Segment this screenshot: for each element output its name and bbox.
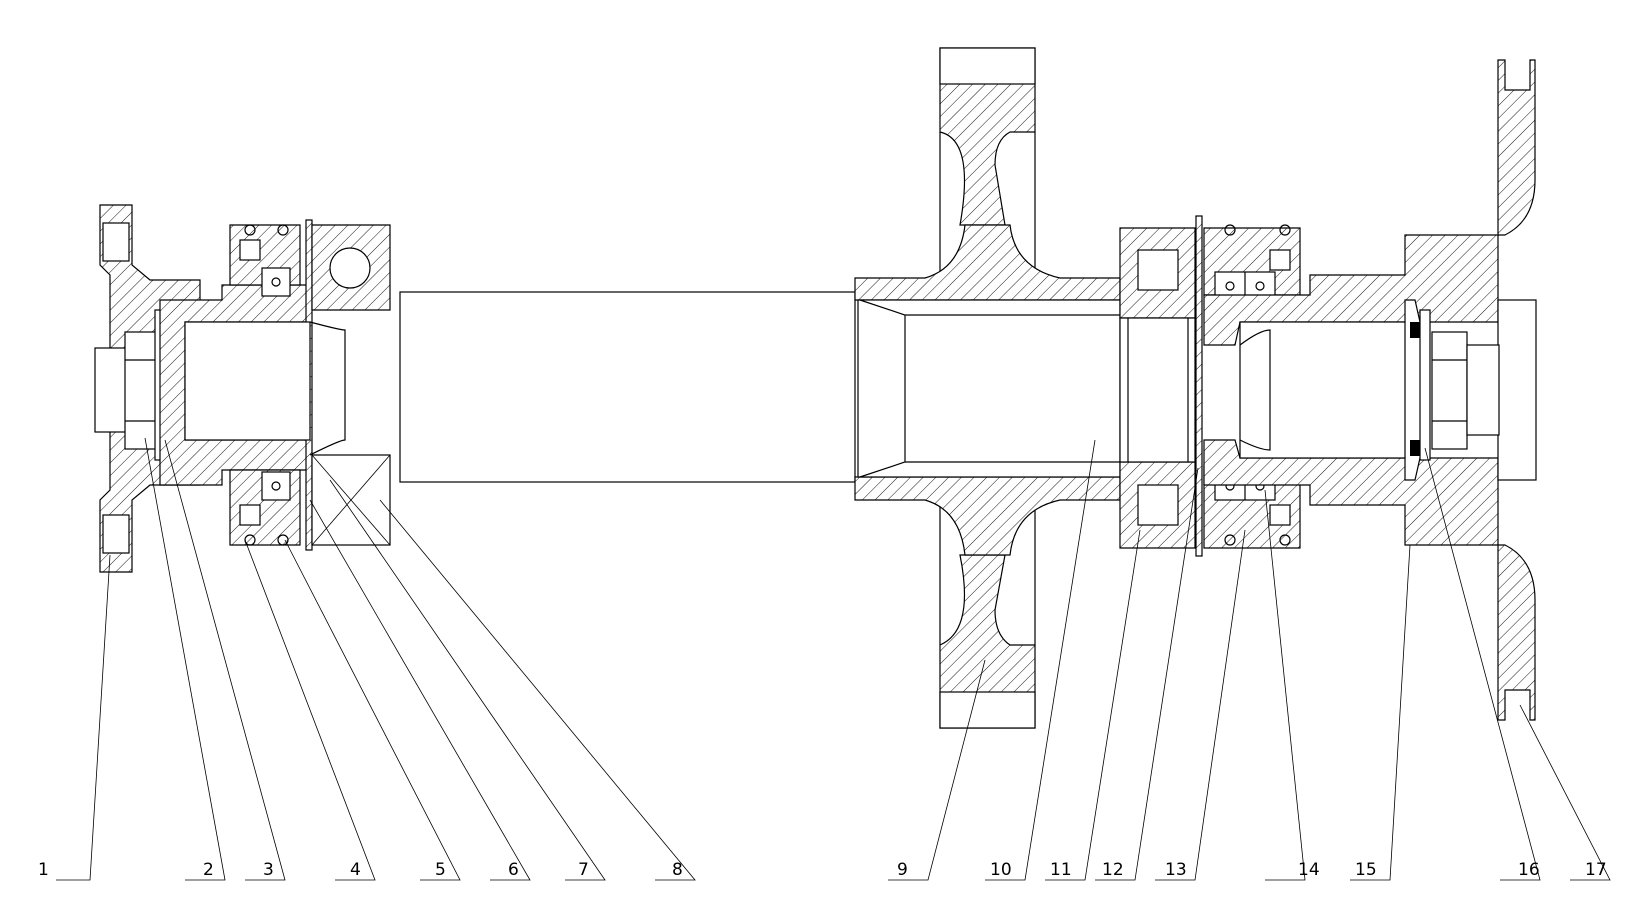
label-17: 17 [1585, 860, 1607, 880]
leader-lines [56, 437, 1611, 881]
label-12: 12 [1102, 860, 1124, 880]
label-8: 8 [672, 860, 683, 880]
label-2: 2 [203, 860, 214, 880]
label-9: 9 [897, 860, 908, 880]
label-3: 3 [263, 860, 274, 880]
left-bore [184, 321, 346, 456]
label-16: 16 [1518, 860, 1540, 880]
label-6: 6 [508, 860, 519, 880]
part-labels: 1 2 3 4 5 6 7 8 9 10 11 12 13 14 15 16 1… [38, 860, 1607, 880]
label-13: 13 [1165, 860, 1187, 880]
right-bore [1239, 321, 1406, 459]
right-seal-ring-part-16 [1410, 309, 1431, 461]
gear-part-9 [854, 47, 1121, 729]
left-bearing-housing-part-4 [159, 224, 311, 546]
label-4: 4 [350, 860, 361, 880]
left-bearing-block-part-7 [311, 224, 391, 546]
label-15: 15 [1355, 860, 1377, 880]
label-14: 14 [1298, 860, 1320, 880]
right-thin-washer-part-12 [1195, 215, 1203, 557]
main-shaft-part-8 [399, 291, 856, 483]
left-nut-part-2 [94, 331, 161, 450]
label-7: 7 [578, 860, 589, 880]
right-nut-part-17 [1431, 331, 1500, 450]
label-11: 11 [1050, 860, 1072, 880]
label-1: 1 [38, 860, 49, 880]
label-5: 5 [435, 860, 446, 880]
label-10: 10 [990, 860, 1012, 880]
right-bearing-block-part-11 [1119, 227, 1196, 549]
hub-bore-part-10 [857, 299, 1121, 478]
right-flange-body-part-15 [1203, 59, 1537, 721]
